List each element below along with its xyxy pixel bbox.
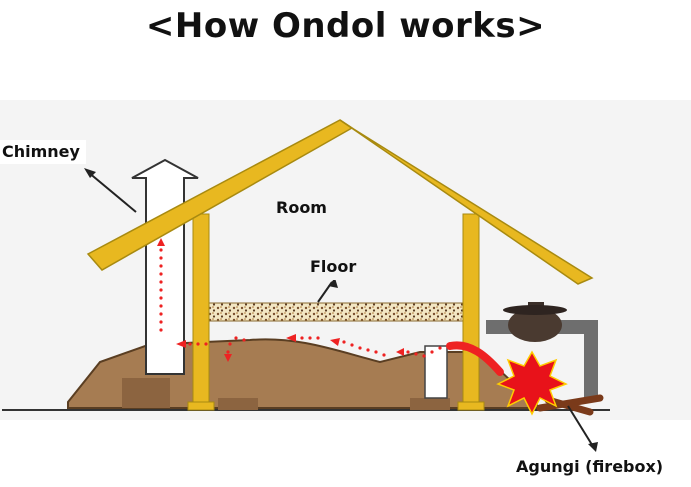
cauldron-icon <box>486 302 598 400</box>
earth-block <box>218 398 258 410</box>
label-bg <box>272 196 344 220</box>
label-bg <box>306 256 368 280</box>
smoke-path <box>157 238 165 332</box>
roof <box>86 119 594 285</box>
agungi-pointer <box>567 405 595 449</box>
post-left <box>192 213 210 411</box>
earth-block <box>122 378 170 408</box>
floor-slab <box>207 302 467 322</box>
floor-label: Floor <box>310 257 356 276</box>
pointer-head <box>588 442 598 452</box>
heat-flow <box>176 334 504 376</box>
flue-channel <box>424 345 448 399</box>
room-label: Room <box>276 198 327 217</box>
post-right <box>462 213 480 411</box>
chimney-label: Chimney <box>2 142 81 161</box>
pointer-head <box>84 168 96 178</box>
earth-block <box>410 398 450 410</box>
post-base <box>187 401 215 411</box>
label-bg <box>0 140 86 164</box>
diagram-title: <How Ondol works> <box>145 6 546 46</box>
post-base <box>457 401 485 411</box>
pointer-head <box>328 278 338 288</box>
chimney-pointer <box>87 171 137 213</box>
flame-icon <box>496 350 568 416</box>
agungi-label: Agungi (firebox) <box>516 457 663 476</box>
